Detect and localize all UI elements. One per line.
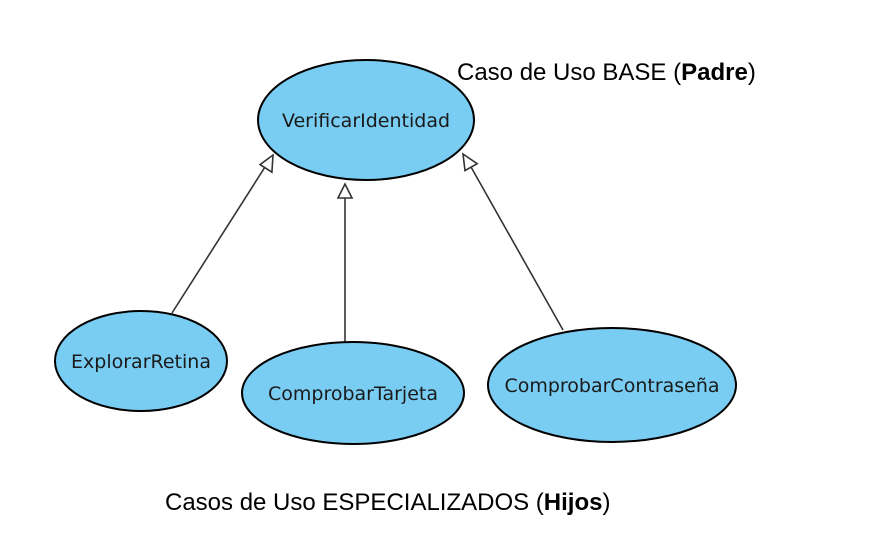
caption-base: Caso de Uso BASE (Padre) — [457, 59, 756, 86]
generalization-arrowhead-comprobar-tarjeta — [336, 182, 354, 199]
use-case-verificar-identidad[interactable]: VerificarIdentidad — [257, 59, 475, 181]
caption-children-prefix: Casos de Uso ESPECIALIZADOS ( — [165, 489, 544, 516]
caption-children: Casos de Uso ESPECIALIZADOS (Hijos) — [165, 489, 610, 516]
use-case-label: ComprobarContraseña — [504, 375, 719, 397]
caption-base-prefix: Caso de Uso BASE ( — [457, 59, 681, 86]
use-case-label: ExplorarRetina — [71, 351, 211, 373]
generalization-arrows — [171, 152, 564, 346]
use-case-ellipse — [241, 341, 465, 445]
use-case-comprobar-tarjeta[interactable]: ComprobarTarjeta — [241, 341, 465, 445]
caption-children-suffix: ) — [602, 489, 610, 516]
use-case-label: ComprobarTarjeta — [268, 383, 438, 405]
caption-children-bold: Hijos — [544, 489, 603, 516]
caption-base-suffix: ) — [748, 59, 756, 86]
use-case-ellipse — [487, 327, 737, 443]
use-case-comprobar-contrasena[interactable]: ComprobarContraseña — [487, 327, 737, 443]
generalization-arrowhead-explorar-retina — [258, 153, 274, 174]
use-case-ellipse — [257, 59, 475, 181]
generalization-arrowhead-comprobar-contrasena — [461, 152, 479, 172]
caption-base-bold: Padre — [681, 59, 748, 86]
use-case-label: VerificarIdentidad — [282, 110, 450, 132]
use-case-ellipse — [54, 310, 228, 412]
use-case-explorar-retina[interactable]: ExplorarRetina — [54, 310, 228, 412]
generalization-line-explorar-retina — [171, 166, 266, 314]
generalization-line-comprobar-contrasena — [470, 166, 564, 331]
